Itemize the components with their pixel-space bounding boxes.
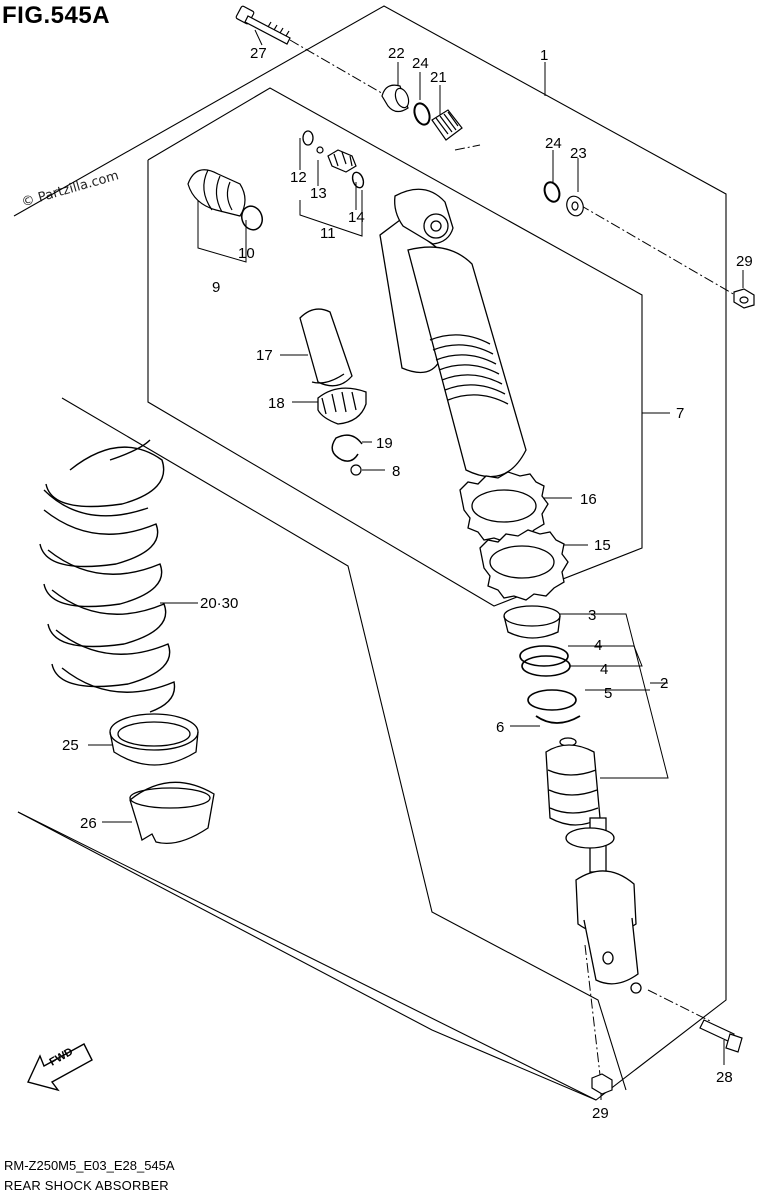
- ring-19-part: [331, 434, 363, 462]
- lock-nut-15-part: [479, 529, 569, 601]
- leader-group-2: [560, 613, 669, 779]
- centerline-bottom-nut: [584, 944, 601, 1076]
- ring-4b-part: [521, 655, 571, 677]
- label-1: 1: [540, 47, 548, 64]
- bolt-28-part: [699, 1019, 743, 1053]
- label-27: 27: [250, 45, 267, 62]
- label-12: 12: [290, 169, 307, 186]
- label-17: 17: [256, 347, 273, 364]
- o-ring-14-part: [351, 171, 365, 189]
- label-9: 9: [212, 279, 220, 296]
- label-21: 21: [430, 69, 447, 86]
- frame-part-1: [13, 5, 727, 1101]
- collar-22-part: [381, 84, 410, 113]
- figure-title: FIG.545A: [2, 2, 111, 29]
- o-ring-12-part: [302, 130, 314, 146]
- collar-23-part: [566, 195, 584, 217]
- label-4b: 4: [600, 661, 608, 678]
- centerline-right: [579, 204, 736, 296]
- cap-18-part: [317, 387, 367, 425]
- label-10: 10: [238, 245, 255, 262]
- diagram-code: RM-Z250M5_E03_E28_545A: [4, 1158, 175, 1173]
- fwd-arrow: FWD: [27, 1043, 93, 1092]
- label-2: 2: [660, 675, 668, 692]
- ring-5-part: [527, 689, 577, 711]
- spring-guide-3-part: [503, 605, 561, 639]
- spring-20-part: [39, 439, 176, 713]
- label-8: 8: [392, 463, 400, 480]
- shock-body-part: [379, 188, 527, 478]
- leader-27: [254, 29, 263, 46]
- spring-seat-25-part: [109, 713, 199, 766]
- label-6: 6: [496, 719, 504, 736]
- o-ring-10-part: [240, 205, 264, 231]
- valve-11-part: [327, 149, 357, 173]
- label-14: 14: [348, 209, 365, 226]
- bearing-21-part: [431, 109, 463, 141]
- label-4a: 4: [594, 637, 602, 654]
- stopper-26-part: [129, 781, 215, 845]
- label-15: 15: [594, 537, 611, 554]
- bladder-17-part: [299, 308, 353, 387]
- centerline-bottom: [647, 989, 713, 1023]
- centerline-bolt-27: [289, 39, 386, 96]
- frame-part-7: [147, 87, 643, 607]
- ring-6-part: [535, 715, 581, 724]
- label-22: 22: [388, 45, 405, 62]
- diagram-subtitle: REAR SHOCK ABSORBER: [4, 1178, 169, 1193]
- frame-spring-group: [61, 397, 627, 1091]
- label-29a: 29: [736, 253, 753, 270]
- label-26: 26: [80, 815, 97, 832]
- lock-nut-16-part: [459, 471, 549, 543]
- label-13: 13: [310, 185, 327, 202]
- seal-24-right-part: [543, 181, 561, 203]
- ring-4a-part: [519, 645, 569, 667]
- label-23: 23: [570, 145, 587, 162]
- centerline-upper: [454, 144, 481, 151]
- nut-29-lower-part: [591, 1073, 613, 1095]
- ball-8-part: [350, 464, 362, 476]
- label-16: 16: [580, 491, 597, 508]
- leader-3-4: [568, 645, 643, 667]
- seal-24-upper-part: [413, 102, 431, 126]
- damper-rod-part: [545, 737, 642, 994]
- washer-13-part: [316, 146, 324, 154]
- label-24b: 24: [545, 135, 562, 152]
- label-20-30: 20·30: [200, 595, 238, 612]
- label-7: 7: [676, 405, 684, 422]
- leader-11: [299, 190, 363, 237]
- label-24a: 24: [412, 55, 429, 72]
- bolt-27-part: [235, 5, 291, 45]
- label-11: 11: [320, 225, 336, 242]
- label-3: 3: [588, 607, 596, 624]
- label-18: 18: [268, 395, 285, 412]
- reservoir-cap-9-part: [187, 169, 246, 217]
- nut-29-upper-part: [733, 288, 755, 309]
- label-19: 19: [376, 435, 393, 452]
- label-25: 25: [62, 737, 79, 754]
- label-28: 28: [716, 1069, 733, 1086]
- label-5: 5: [604, 685, 612, 702]
- label-29b: 29: [592, 1105, 609, 1122]
- frame-lower-edge: [17, 811, 597, 1101]
